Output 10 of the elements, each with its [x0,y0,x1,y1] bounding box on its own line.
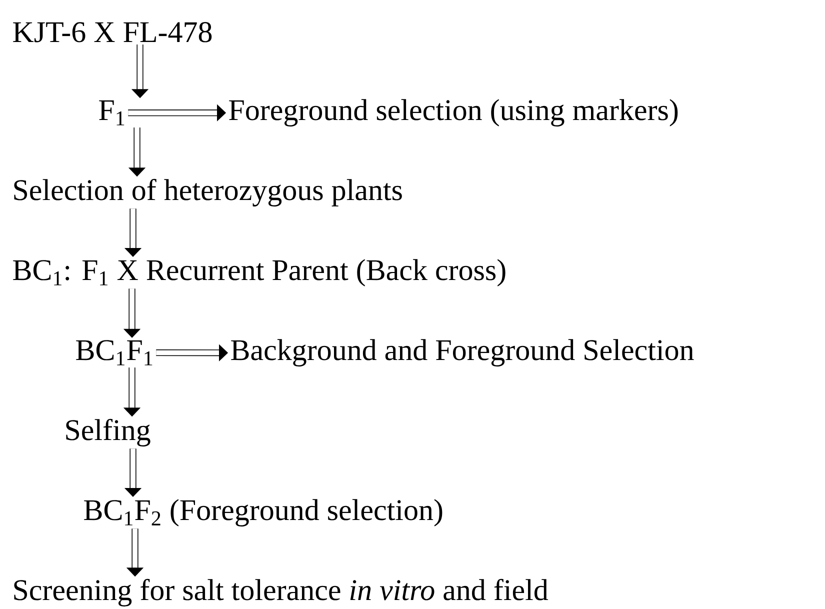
step-text: BC$_{1}$F$_{2}$ (Foreground selection) [84,499,442,526]
step-text: F$_{1}$ [99,100,124,126]
step-text: Screening for salt tolerance in vitro and field [14,578,548,606]
step-text: Foreground selection (using markers) [229,99,678,126]
step-text: KJT-6 X FL-478 [13,22,212,42]
step-text: BC$_{1}$F$_{1}$ [76,340,152,366]
step-text: BC$_{1}$: F$_{1}$ X Recurrent Parent (Back cross) [13,259,506,286]
step-text: Selection of heterozygous plants [14,178,402,206]
step-text: Background and Foreground Selection [231,339,694,366]
step-text: Selfing [66,418,150,446]
